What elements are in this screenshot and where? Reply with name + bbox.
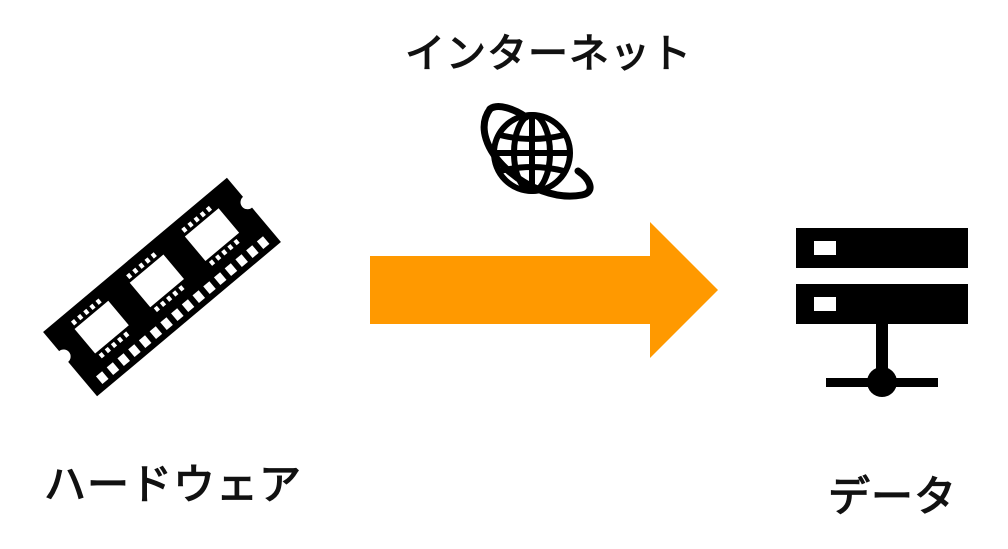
memory-module-icon (43, 177, 281, 397)
arrow-right-icon (370, 222, 718, 358)
hardware-label: ハードウェア (44, 460, 303, 509)
globe-icon (480, 103, 594, 200)
server-icon (796, 228, 968, 397)
data-label: データ (828, 472, 958, 521)
internet-label: インターネット (405, 31, 692, 77)
arrow-shape (370, 222, 718, 358)
